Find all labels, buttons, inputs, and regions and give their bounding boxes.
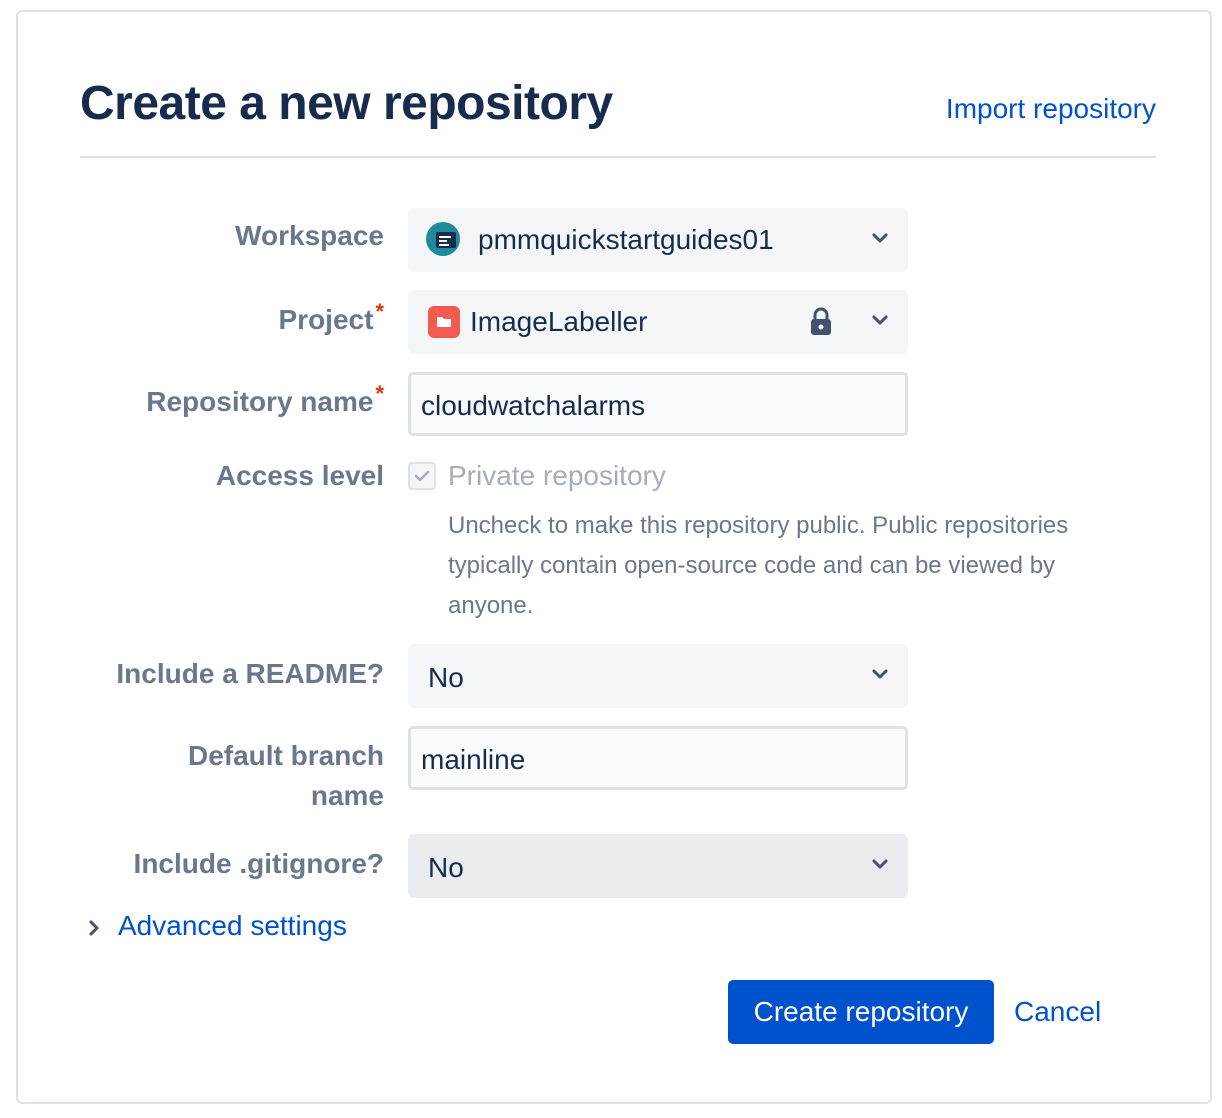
readme-value: No xyxy=(428,662,464,693)
import-repository-link[interactable]: Import repository xyxy=(945,93,1156,124)
workspace-value: pmmquickstartguides01 xyxy=(478,224,774,255)
default-branch-label-line1: Default branch xyxy=(187,740,384,771)
workspace-label: Workspace xyxy=(235,216,384,256)
page-title: Create a new repository xyxy=(80,77,613,130)
workspace-label-text: Workspace xyxy=(235,220,384,251)
project-value: ImageLabeller xyxy=(470,306,648,337)
required-mark: * xyxy=(375,299,384,324)
access-level-help-text: Uncheck to make this repository public. … xyxy=(448,512,1069,619)
workspace-select[interactable]: pmmquickstartguides01 xyxy=(408,208,908,272)
chevron-down-icon xyxy=(872,669,888,679)
checkmark-icon xyxy=(414,470,430,482)
gitignore-label: Include .gitignore? xyxy=(134,844,384,884)
create-repository-button[interactable]: Create repository xyxy=(728,980,994,1044)
project-label-text: Project xyxy=(278,304,374,335)
project-folder-icon xyxy=(428,306,460,338)
readme-label: Include a README? xyxy=(116,654,384,694)
readme-select[interactable]: No xyxy=(408,644,908,708)
chevron-down-icon xyxy=(872,859,888,869)
advanced-settings-label: Advanced settings xyxy=(118,910,347,941)
gitignore-select[interactable]: No xyxy=(408,834,908,898)
repository-name-input[interactable]: cloudwatchalarms xyxy=(408,372,908,436)
cancel-link[interactable]: Cancel xyxy=(1014,996,1102,1027)
repository-name-label-text: Repository name xyxy=(146,386,374,417)
project-select[interactable]: ImageLabeller xyxy=(408,290,908,354)
readme-label-text: Include a README? xyxy=(116,658,384,689)
default-branch-label: Default branch name xyxy=(188,736,384,816)
chevron-down-icon xyxy=(872,233,888,243)
default-branch-label-line2: name xyxy=(310,780,384,811)
private-repository-label: Private repository xyxy=(448,460,666,491)
required-mark: * xyxy=(375,381,384,406)
private-repository-checkbox[interactable] xyxy=(408,462,436,490)
gitignore-label-text: Include .gitignore? xyxy=(133,848,384,879)
access-level-label: Access level xyxy=(216,456,384,496)
access-level-label-text: Access level xyxy=(215,460,384,491)
default-branch-value: mainline xyxy=(421,744,526,775)
workspace-avatar-icon xyxy=(426,222,460,256)
default-branch-input[interactable]: mainline xyxy=(408,726,908,790)
advanced-settings-toggle[interactable]: Advanced settings xyxy=(84,908,347,944)
chevron-right-icon xyxy=(89,920,99,936)
gitignore-value: No xyxy=(428,852,464,883)
page-header: Create a new repository Import repositor… xyxy=(80,12,1156,158)
lock-icon xyxy=(811,307,831,335)
repository-name-label: Repository name* xyxy=(146,381,384,424)
create-repository-card: Create a new repository Import repositor… xyxy=(16,10,1212,1104)
repository-name-value: cloudwatchalarms xyxy=(421,390,646,421)
project-label: Project* xyxy=(278,299,385,342)
chevron-down-icon xyxy=(872,315,888,325)
